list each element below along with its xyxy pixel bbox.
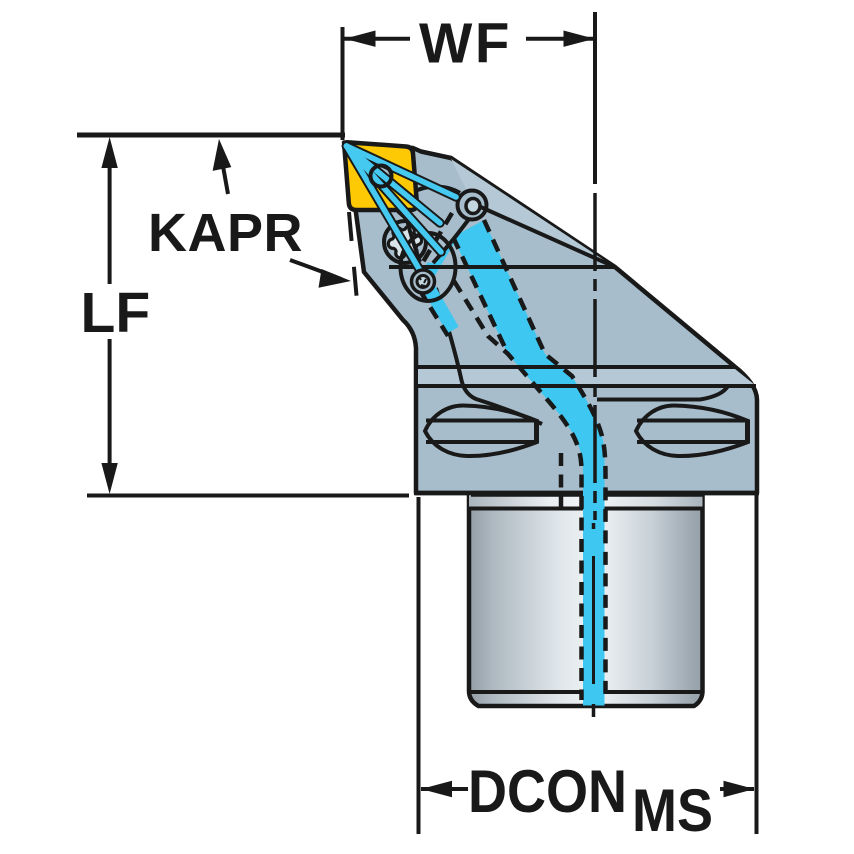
svg-text:DCON: DCON: [468, 758, 627, 825]
svg-text:LF: LF: [81, 281, 151, 345]
svg-text:WF: WF: [419, 12, 512, 75]
svg-text:KAPR: KAPR: [148, 203, 303, 263]
svg-text:MS: MS: [632, 777, 713, 844]
